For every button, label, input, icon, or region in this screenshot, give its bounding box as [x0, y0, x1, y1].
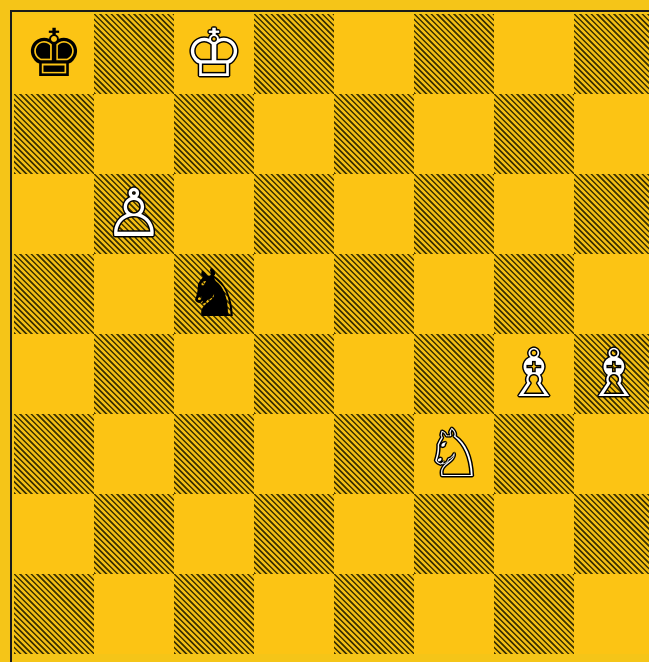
square-a4[interactable] [14, 334, 94, 414]
square-g2[interactable] [494, 494, 574, 574]
square-c3[interactable] [174, 414, 254, 494]
square-g6[interactable] [494, 174, 574, 254]
black-king-icon[interactable]: ♚ [14, 14, 94, 94]
square-g7[interactable] [494, 94, 574, 174]
square-d5[interactable] [254, 254, 334, 334]
square-c1[interactable] [174, 574, 254, 654]
square-f3[interactable]: ♘ [414, 414, 494, 494]
square-e7[interactable] [334, 94, 414, 174]
square-g3[interactable] [494, 414, 574, 494]
white-bishop-icon[interactable]: ♗ [494, 334, 574, 414]
white-pawn-icon[interactable]: ♙ [94, 174, 174, 254]
square-h4[interactable]: ♗ [574, 334, 649, 414]
square-e5[interactable] [334, 254, 414, 334]
square-h7[interactable] [574, 94, 649, 174]
square-d4[interactable] [254, 334, 334, 414]
square-h3[interactable] [574, 414, 649, 494]
square-e3[interactable] [334, 414, 414, 494]
square-c8[interactable]: ♔ [174, 14, 254, 94]
square-g1[interactable] [494, 574, 574, 654]
square-f1[interactable] [414, 574, 494, 654]
square-b2[interactable] [94, 494, 174, 574]
black-knight-icon[interactable]: ♞ [174, 254, 254, 334]
square-b4[interactable] [94, 334, 174, 414]
square-d7[interactable] [254, 94, 334, 174]
square-c6[interactable] [174, 174, 254, 254]
square-f6[interactable] [414, 174, 494, 254]
square-b5[interactable] [94, 254, 174, 334]
square-h8[interactable] [574, 14, 649, 94]
square-f2[interactable] [414, 494, 494, 574]
square-a7[interactable] [14, 94, 94, 174]
square-a6[interactable] [14, 174, 94, 254]
square-c4[interactable] [174, 334, 254, 414]
square-a8[interactable]: ♚ [14, 14, 94, 94]
square-a1[interactable] [14, 574, 94, 654]
square-h6[interactable] [574, 174, 649, 254]
square-a3[interactable] [14, 414, 94, 494]
square-d6[interactable] [254, 174, 334, 254]
square-e4[interactable] [334, 334, 414, 414]
square-d3[interactable] [254, 414, 334, 494]
square-a2[interactable] [14, 494, 94, 574]
square-e1[interactable] [334, 574, 414, 654]
square-b1[interactable] [94, 574, 174, 654]
square-c5[interactable]: ♞ [174, 254, 254, 334]
square-h2[interactable] [574, 494, 649, 574]
square-d2[interactable] [254, 494, 334, 574]
square-f7[interactable] [414, 94, 494, 174]
white-knight-icon[interactable]: ♘ [414, 414, 494, 494]
square-g4[interactable]: ♗ [494, 334, 574, 414]
square-b8[interactable] [94, 14, 174, 94]
square-b3[interactable] [94, 414, 174, 494]
square-a5[interactable] [14, 254, 94, 334]
square-c7[interactable] [174, 94, 254, 174]
square-h5[interactable] [574, 254, 649, 334]
square-c2[interactable] [174, 494, 254, 574]
square-d1[interactable] [254, 574, 334, 654]
square-b6[interactable]: ♙ [94, 174, 174, 254]
white-king-icon[interactable]: ♔ [174, 14, 254, 94]
square-f8[interactable] [414, 14, 494, 94]
square-e2[interactable] [334, 494, 414, 574]
chess-board: ♚♔♙♞♗♗♘ [14, 14, 649, 654]
square-h1[interactable] [574, 574, 649, 654]
square-g5[interactable] [494, 254, 574, 334]
square-b7[interactable] [94, 94, 174, 174]
square-g8[interactable] [494, 14, 574, 94]
square-f5[interactable] [414, 254, 494, 334]
square-d8[interactable] [254, 14, 334, 94]
square-f4[interactable] [414, 334, 494, 414]
square-e8[interactable] [334, 14, 414, 94]
square-e6[interactable] [334, 174, 414, 254]
white-bishop-icon[interactable]: ♗ [574, 334, 649, 414]
